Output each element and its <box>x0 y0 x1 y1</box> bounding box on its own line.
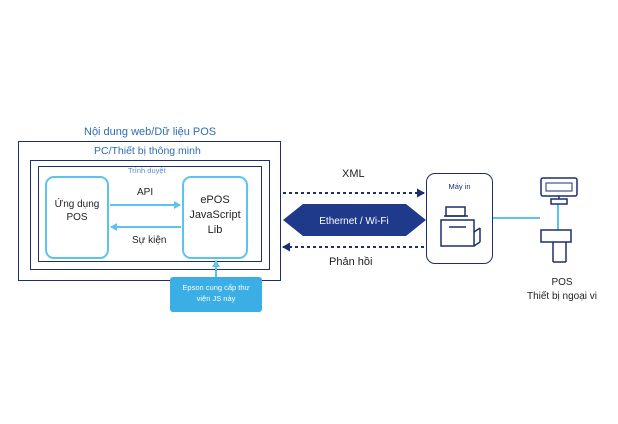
barcode-scanner-icon <box>540 229 572 263</box>
printer-box <box>426 173 493 264</box>
browser-box-title: Trình duyệt <box>128 166 166 175</box>
pos-app-box <box>45 176 109 259</box>
epson-callout-line1: Epson cung cấp thư <box>182 283 250 292</box>
printer-icon <box>440 206 481 247</box>
epson-callout-text: Epson cung cấp thư viện JS này <box>170 282 262 304</box>
peripherals-label: POS Thiết bị ngoại vi <box>512 276 612 304</box>
epos-lib-line2: JavaScript <box>189 209 241 221</box>
browser-box <box>38 166 262 262</box>
epson-callout-line2: viện JS này <box>196 294 236 303</box>
network-banner <box>283 204 426 236</box>
epos-lib-line1: ePOS <box>200 194 230 206</box>
peripherals-line2: Thiết bị ngoại vi <box>526 291 598 302</box>
xml-label: XML <box>342 168 365 180</box>
network-label: Ethernet / Wi-Fi <box>319 216 388 227</box>
epos-lib-box <box>182 176 248 259</box>
epson-callout <box>170 277 262 312</box>
outer-box-title: Nội dung web/Dữ liệu POS <box>84 126 217 138</box>
epos-lib-line3: Lib <box>207 224 223 236</box>
pos-app-line2: POS <box>66 212 88 223</box>
peripherals-line1: POS <box>551 277 573 288</box>
outer-box <box>18 141 281 281</box>
printer-label: Máy in <box>448 182 471 191</box>
pos-app-line1: Ứng dụng <box>54 199 100 210</box>
event-label: Sự kiện <box>132 235 167 246</box>
device-box <box>30 160 270 270</box>
api-label: API <box>137 187 154 198</box>
response-label: Phản hồi <box>329 256 373 268</box>
customer-display-icon <box>540 177 578 205</box>
device-box-title: PC/Thiết bị thông minh <box>94 145 201 157</box>
epos-lib-label: ePOS JavaScript Lib <box>182 193 248 238</box>
pos-app-label: Ứng dụng POS <box>45 198 109 224</box>
